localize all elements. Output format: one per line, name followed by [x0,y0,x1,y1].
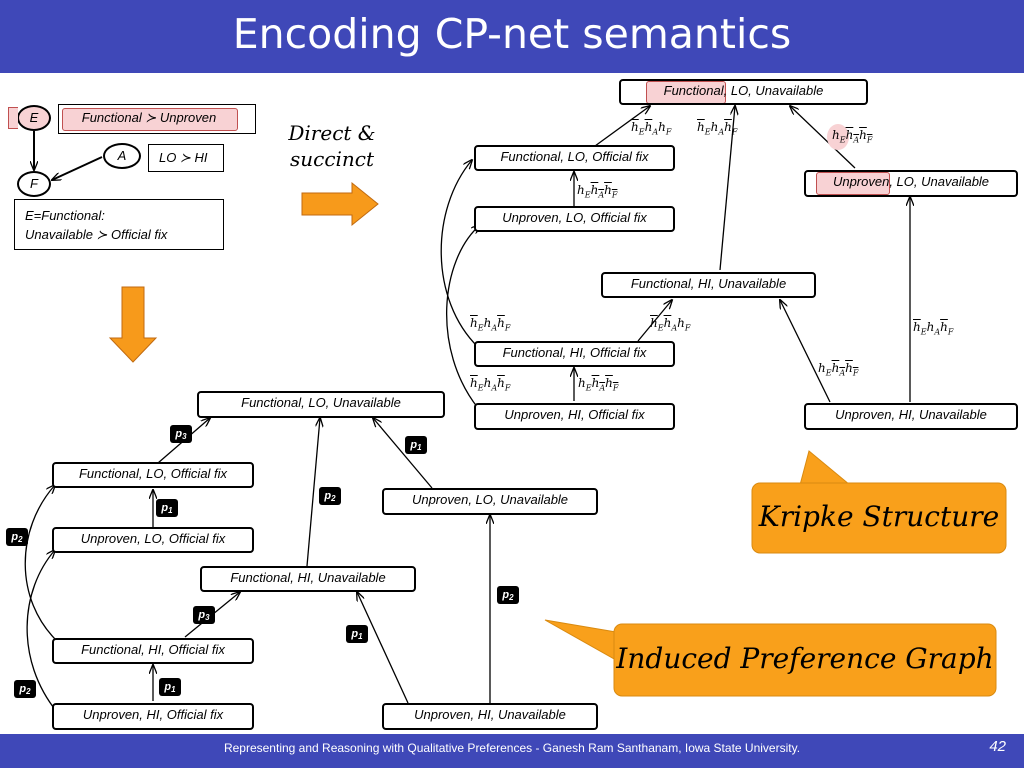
kripke-callout-text: Kripke Structure [758,500,1000,533]
kripke-label-8: hEhAhF [470,376,511,393]
ipg-edge-label-p2-b: p2 [6,528,28,546]
kripke-label-2: hEhAhF [697,120,738,137]
title-bar [0,0,1024,73]
ipg-node-u-hi-un: Unproven, HI, Unavailable [382,703,598,730]
cpnet-node-a: A [103,143,141,169]
cpnet-a-cpt: LO ≻ HI [148,144,224,172]
kripke-node-f-lo-of: Functional, LO, Official fix [474,145,675,171]
ipg-callout-pointer [544,619,617,661]
slide-title: Encoding CP-net semantics [232,10,792,58]
right-arrow-shape [301,181,379,227]
page-number: 42 [989,738,1006,755]
ipg-node-f-lo-of: Functional, LO, Official fix [52,462,254,488]
ipg-edge-label-p2-d: p2 [14,680,36,698]
kripke-highlight-unproven [816,172,890,195]
kripke-label-1: hEhAhF [631,120,672,137]
ipg-node-f-hi-of: Functional, HI, Official fix [52,638,254,664]
ipg-callout-box [613,623,997,697]
cpnet-f-cpt-line2: Unavailable ≻ Official fix [25,227,168,242]
kripke-node-f-hi-un: Functional, HI, Unavailable [601,272,816,298]
direct-succinct-label: Direct & succinct [288,121,376,171]
cpnet-f-cpt-line1: E=Functional: [25,208,105,223]
ipg-edge-label-p1-b: p1 [156,499,178,517]
kripke-label-5: hEhAhF [470,316,511,333]
ipg-node-f-lo-un: Functional, LO, Unavailable [197,391,445,418]
cpnet-e-cpt-highlight [62,108,238,131]
footer-bar [0,734,1024,768]
ipg-edge-label-p2-a: p2 [319,487,341,505]
ipg-edge-label-p1-a: p1 [405,436,427,454]
kripke-label-highlight [827,124,849,150]
kripke-label-3: hEhAhF [832,128,873,145]
ipg-node-f-hi-un: Functional, HI, Unavailable [200,566,416,592]
ipg-edge-label-p3-a: p3 [170,425,192,443]
ipg-node-u-hi-of: Unproven, HI, Official fix [52,703,254,730]
cpnet-e-cpt: Functional ≻ Unproven [81,110,217,125]
cpnet-e-highlight [8,107,18,129]
cpnet-edge-a-f [52,156,103,180]
ipg-edge-label-p1-c: p1 [346,625,368,643]
ipg-node-u-lo-of: Unproven, LO, Official fix [52,527,254,553]
down-arrow-shape [108,286,158,363]
kripke-node-u-hi-of: Unproven, HI, Official fix [474,403,675,430]
ipg-callout-text: Induced Preference Graph [616,642,994,675]
kripke-node-f-lo-un: Functional, LO, Unavailable [619,79,868,105]
cpnet-node-e: E [17,105,51,131]
kripke-label-7: hEhAhF [913,320,954,337]
ipg-edge-label-p1-d: p1 [159,678,181,696]
kripke-callout-box [751,482,1007,554]
kripke-node-u-hi-un: Unproven, HI, Unavailable [804,403,1018,430]
cpnet-node-f: F [17,171,51,197]
ipg-edge-label-p3-b: p3 [193,606,215,624]
kripke-node-u-lo-of: Unproven, LO, Official fix [474,206,675,232]
kripke-label-4: hEhAhF [577,183,618,200]
ipg-node-u-lo-un: Unproven, LO, Unavailable [382,488,598,515]
kripke-label-6: hEhAhF [650,316,691,333]
ipg-edge-label-p2-c: p2 [497,586,519,604]
footer-text: Representing and Reasoning with Qualitat… [223,741,801,755]
kripke-node-u-lo-un: Unproven, LO, Unavailable [804,170,1018,197]
kripke-label-10: hEhAhF [818,361,859,378]
kripke-callout-pointer [799,450,852,486]
kripke-label-9: hEhAhF [578,376,619,393]
kripke-edges [440,106,910,409]
cpnet-f-cpt: E=Functional: Unavailable ≻ Official fix [14,199,224,250]
kripke-node-f-hi-of: Functional, HI, Official fix [474,341,675,367]
